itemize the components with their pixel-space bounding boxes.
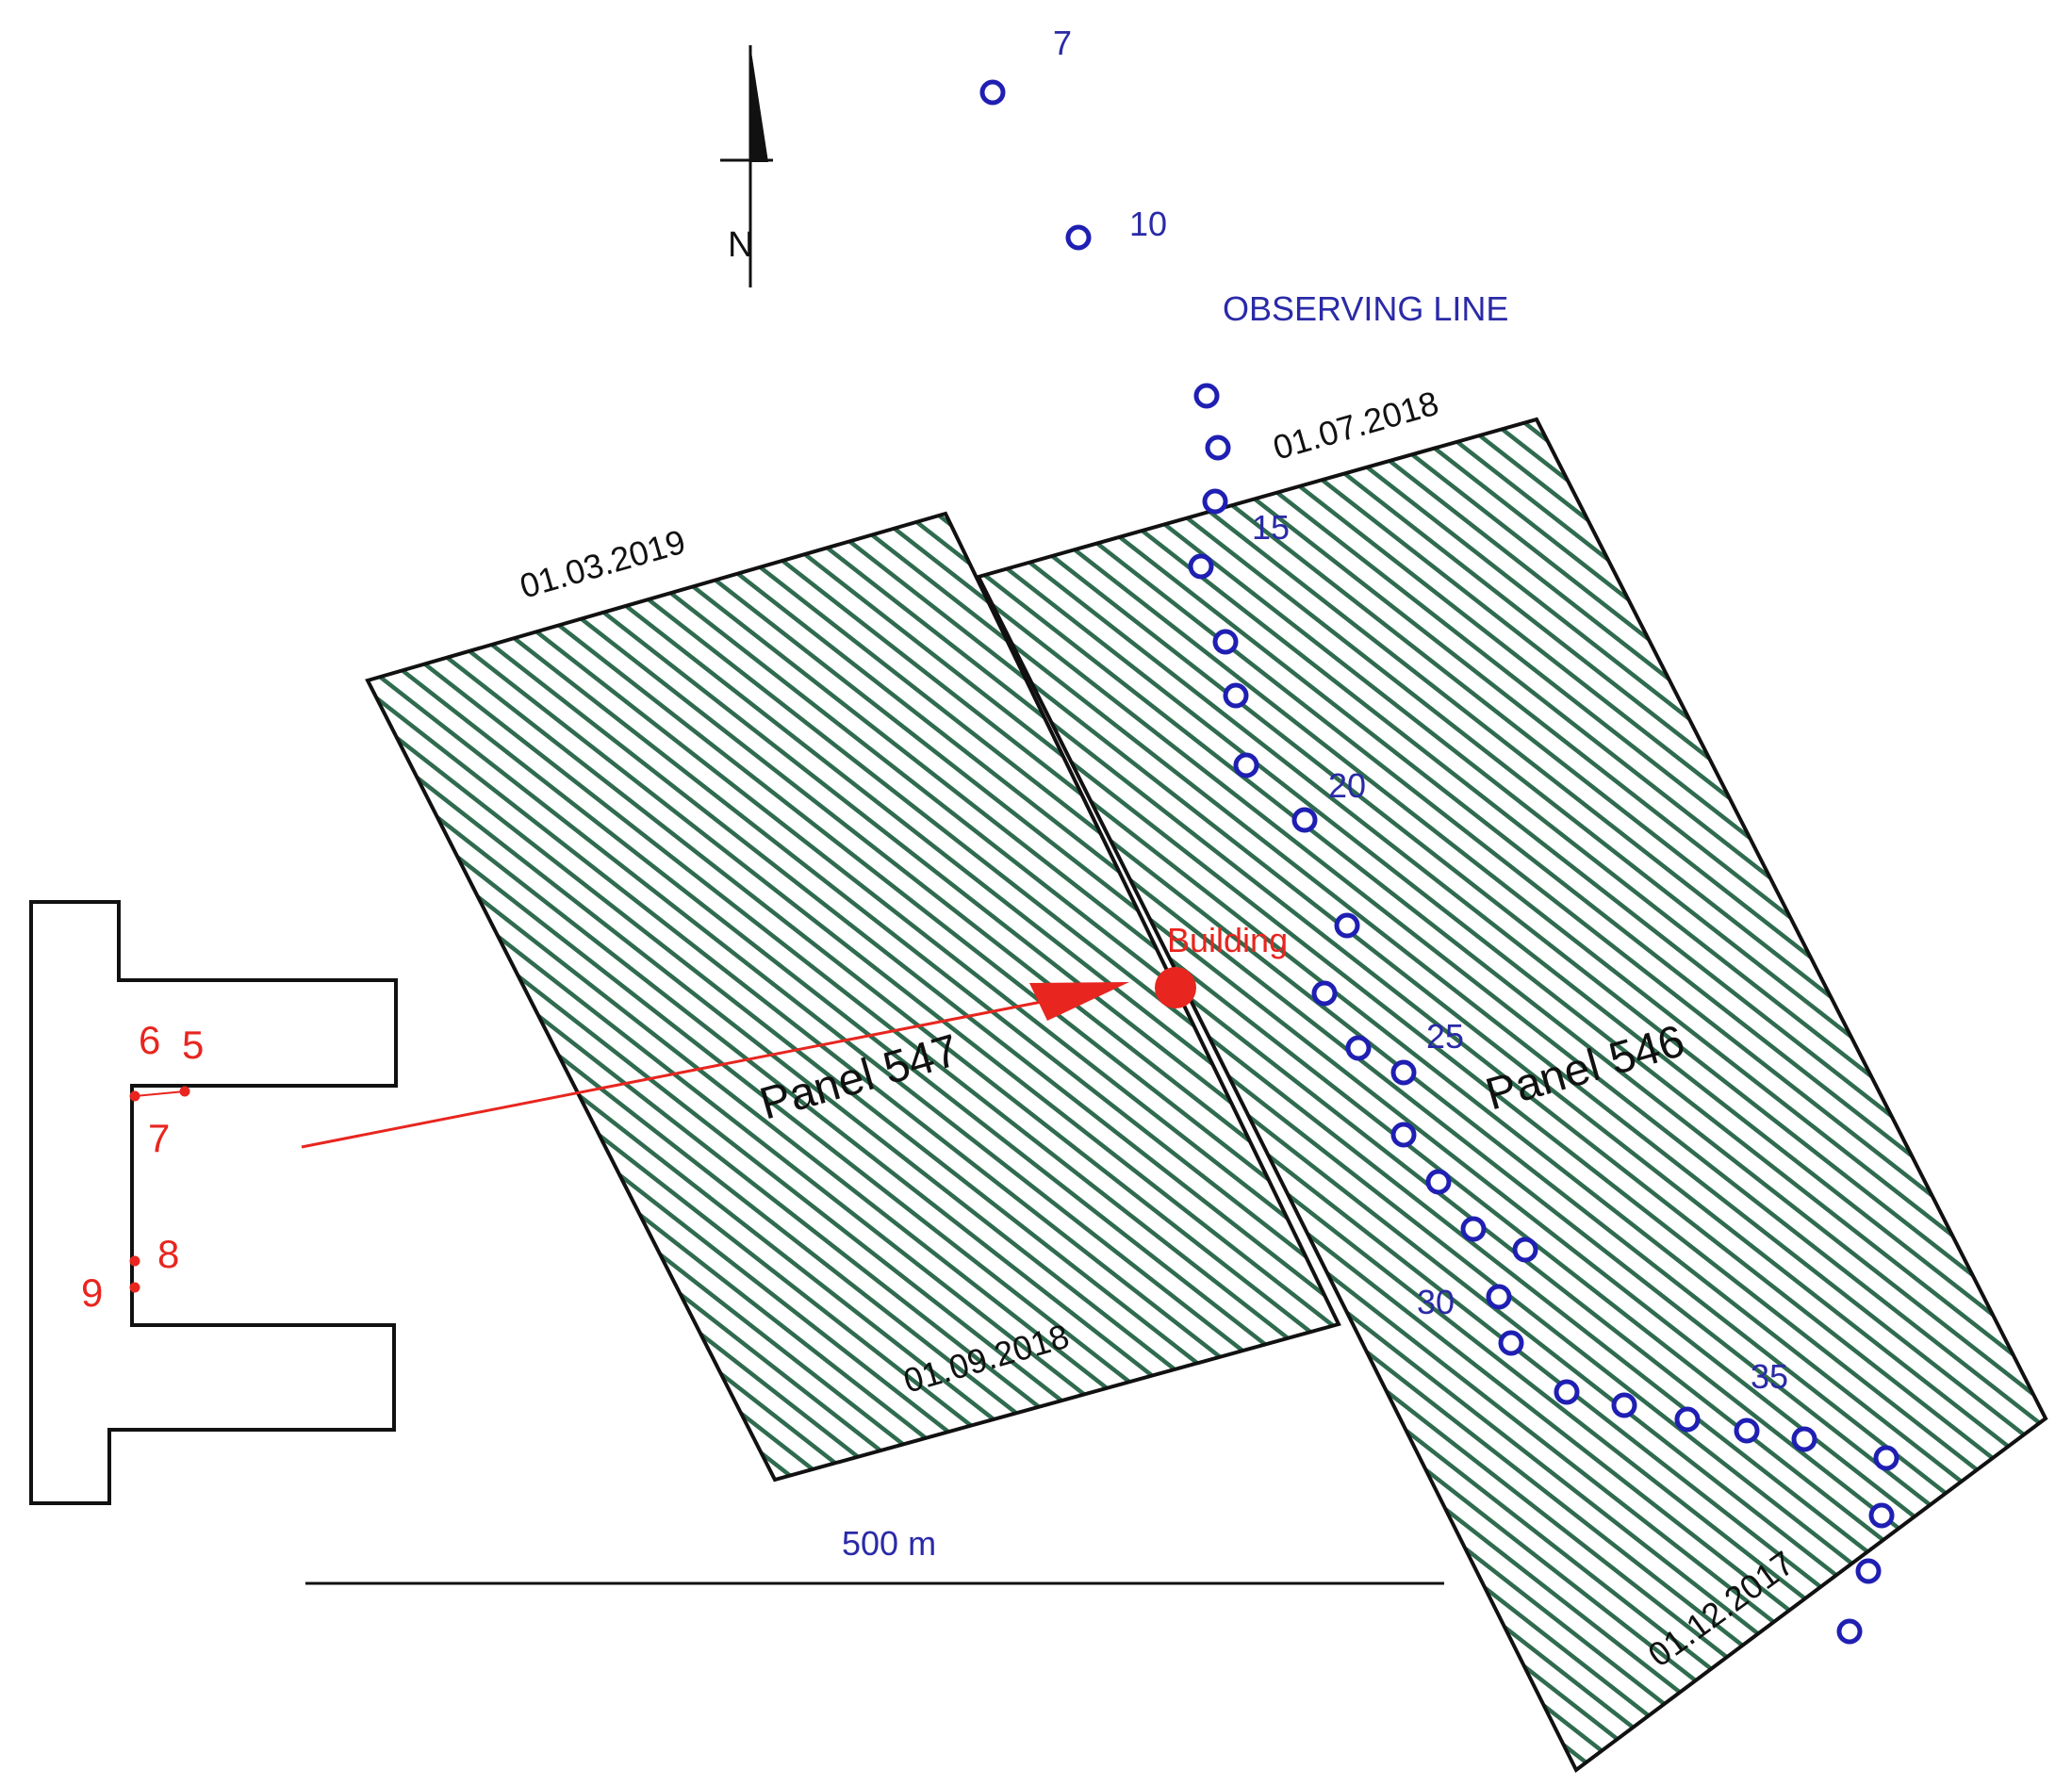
observing-point-marker [1233,752,1259,778]
observing-point-marker [1223,682,1249,709]
building-point-6: 6 [139,1018,160,1062]
observing-point-number-20: 20 [1328,766,1366,805]
observing-point-marker [1868,1502,1895,1529]
observing-point-marker [1205,434,1231,461]
building-point-7: 7 [148,1116,170,1160]
observing-point-marker [1334,912,1360,939]
building-location-arrow [301,982,1129,1149]
observing-point-marker [1486,1284,1512,1310]
observing-point-marker [1345,1035,1372,1061]
observing-point-marker [1291,807,1318,833]
scale-bar: 500 m [305,1524,1444,1585]
scale-bar-label: 500 m [842,1524,936,1563]
observing-point-marker [1611,1392,1637,1418]
panel-547-start-date: 01.03.2019 [516,522,690,606]
observing-point-marker [1390,1059,1417,1086]
building-point-markers [129,1086,190,1293]
building-plan-outline [29,900,398,1505]
observing-point-marker [1425,1169,1452,1195]
building-point-8: 8 [157,1232,179,1276]
observing-point-marker [1202,488,1228,515]
observing-point-marker [1390,1122,1417,1148]
observing-point-marker [1498,1330,1524,1356]
observing-point-marker [1188,553,1214,580]
observing-point-marker [1734,1417,1760,1444]
observing-line-title: OBSERVING LINE [1223,289,1508,328]
observing-point-marker [1512,1237,1538,1263]
observing-point-number-10: 10 [1129,205,1167,243]
north-label: N [728,225,753,265]
building-point-9: 9 [81,1270,103,1315]
building-location-marker [1155,967,1196,1008]
observing-point-marker [1554,1379,1580,1405]
observing-point-marker [1674,1406,1701,1433]
observing-point-marker [1311,980,1338,1007]
observing-point-marker [1855,1558,1882,1584]
building-point-5: 5 [182,1023,204,1067]
observing-point-marker [979,79,1006,106]
observing-point-number-30: 30 [1417,1283,1455,1321]
observing-point-number-7: 7 [1053,24,1072,62]
observing-point-marker [1873,1445,1899,1471]
observing-point-marker [1836,1618,1863,1645]
north-arrow: N [720,45,773,287]
observing-point-marker [1212,629,1239,655]
observing-point-marker [1065,224,1092,251]
observing-point-number-35: 35 [1751,1357,1788,1396]
observing-point-number-25: 25 [1426,1017,1464,1056]
observing-point-marker [1193,383,1220,409]
observing-point-marker [1791,1426,1817,1452]
panel-547-polygon [365,511,1341,1483]
building-label: Building [1167,921,1288,959]
observing-point-marker [1460,1216,1487,1242]
observing-point-number-15: 15 [1252,508,1290,547]
observing-line-points [979,79,1899,1645]
